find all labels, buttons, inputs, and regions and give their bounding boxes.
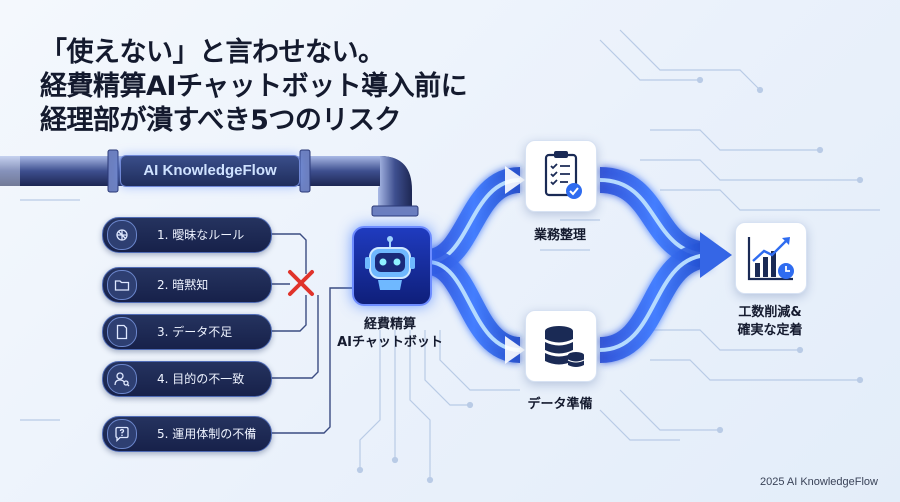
central-label-line-1: 経費精算 [363,317,416,332]
clipboard-checklist-icon [525,140,597,212]
user-search-icon [107,364,137,394]
database-icon [525,310,597,382]
outcome-label-line-2: 確実な定着 [737,323,803,338]
pipe-label: AI KnowledgeFlow [120,155,300,187]
lower-branch-label: データ準備 [527,397,593,412]
risk-connectors [270,233,352,434]
risk-item-5: 5. 運用体制の不備 [102,416,272,452]
footer-credit: 2025 AI KnowledgeFlow [759,476,878,488]
risk-label: 5. 運用体制の不備 [157,427,257,441]
headline-line-2: 経費精算AIチャットボット導入前に [40,71,468,102]
outcome-label-line-1: 工数削減& [738,305,802,320]
headline: 「使えない」と言わせない。 経費精算AIチャットボット導入前に 経理部が潰すべき… [40,36,468,138]
circuit-traces [20,29,880,484]
risk-item-2: 2. 暗黙知 [102,267,272,303]
headline-line-1: 「使えない」と言わせない。 [40,37,385,68]
ai-swirl-icon [107,220,137,250]
question-icon [107,419,137,449]
risk-label: 4. 目的の不一致 [157,372,245,386]
upper-branch-label: 業務整理 [533,228,586,243]
folder-icon [107,270,137,300]
risk-label: 2. 暗黙知 [157,278,209,292]
risk-label: 1. 曖昧なルール [157,228,245,242]
central-node-label: 経費精算 AIチャットボット [330,316,450,352]
risk-item-4: 4. 目的の不一致 [102,361,272,397]
red-x-icon [288,270,314,296]
headline-line-3: 経理部が潰すべき5つのリスク [40,105,401,136]
flow-streams [426,167,712,363]
robot-icon [352,226,432,306]
document-icon [107,317,137,347]
chart-growth-icon [735,222,807,294]
risk-label: 3. データ不足 [157,325,233,339]
outcome-label: 工数削減& 確実な定着 [720,304,820,340]
risk-item-3: 3. データ不足 [102,314,272,350]
risk-item-1: 1. 曖昧なルール [102,217,272,253]
flow-arrowheads [505,166,732,364]
central-label-line-2: AIチャットボット [337,335,443,350]
